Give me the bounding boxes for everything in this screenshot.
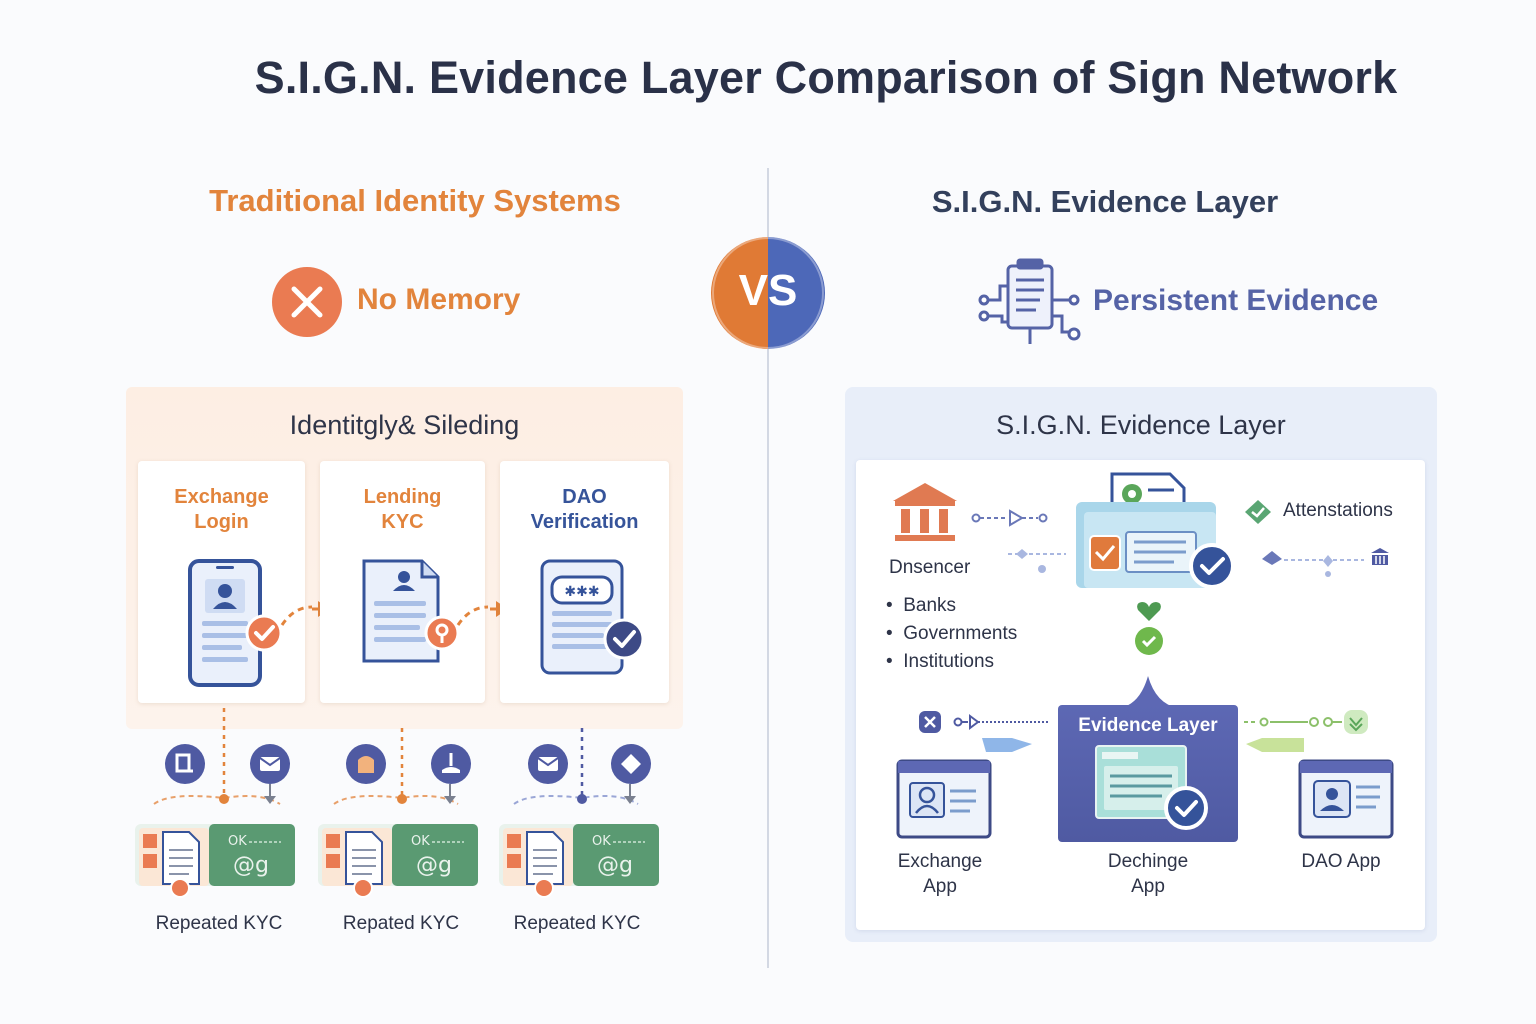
identity-silo-panel-title: Identitgly& Sileding [289, 410, 520, 440]
bank-icon [891, 481, 959, 550]
card-exchange-login: Exchange Login [138, 461, 313, 703]
card-dao-verification: DAO Verification ✱✱✱ [500, 461, 669, 703]
x-circle-icon [272, 267, 342, 337]
svg-text:OK: OK [228, 834, 247, 849]
evidence-record-icon [1074, 472, 1244, 599]
vs-label: VS [738, 266, 798, 315]
page-title: S.I.G.N. Evidence Layer Comparison of Si… [254, 52, 1398, 103]
login-icon [165, 744, 205, 789]
network-document-icon [978, 258, 1086, 348]
repeated-kyc-flows [153, 708, 639, 805]
evidence-layer-panel-title: S.I.G.N. Evidence Layer [996, 410, 1286, 440]
dao-app-icon [1298, 759, 1394, 844]
evidence-layer-pointer [1120, 676, 1178, 708]
kyc-silo-2: OK @g [316, 818, 481, 903]
issuer-item: • Governments [886, 623, 1018, 644]
exchange-app-icon [896, 759, 992, 844]
issuer-list: • Banks • Governments • Institutions [886, 592, 1017, 676]
left-heading: Traditional Identity Systems [209, 183, 621, 218]
mail-icon [528, 744, 568, 789]
svg-text:@g: @g [597, 853, 633, 878]
svg-text:✱✱✱: ✱✱✱ [564, 584, 599, 600]
kyc-label: Repated KYC [342, 913, 460, 934]
tablet-verify-icon: ✱✱✱ [540, 559, 650, 684]
mail-icon [250, 744, 290, 789]
vs-badge [711, 237, 825, 349]
svg-text:OK: OK [411, 834, 430, 849]
diamond-icon [611, 744, 651, 789]
card-title: DAO Verification [530, 486, 639, 533]
dao-app-connector [1244, 710, 1368, 752]
document-profile-icon [362, 559, 489, 694]
attestation-connector [1262, 548, 1389, 577]
card-title: Lending KYC [363, 486, 442, 533]
upload-icon [431, 744, 471, 789]
phone-profile-icon [188, 559, 313, 694]
card-lending-kyc: Lending KYC [320, 461, 489, 703]
kyc-silo-3: OK @g [497, 818, 662, 903]
middle-app-label: Dechinge App [1107, 851, 1189, 897]
center-divider [767, 168, 769, 968]
persistent-evidence-label: Persistent Evidence [1093, 284, 1379, 317]
kyc-label: Repeated KYC [155, 913, 283, 934]
svg-text:@g: @g [233, 853, 269, 878]
exchange-app-connector [919, 711, 1050, 752]
issuer-connector [971, 509, 1066, 573]
bank-card-icon [346, 744, 386, 789]
svg-text:@g: @g [416, 853, 452, 878]
heart-icon [1135, 600, 1163, 627]
kyc-silo-1: OK @g [133, 818, 298, 903]
card-title: Exchange Login [174, 486, 269, 533]
evidence-document-icon [1094, 744, 1214, 839]
exchange-app-label: Exchange App [897, 851, 983, 897]
dao-app-label: DAO App [1301, 851, 1381, 872]
attestations-label: Attenstations [1283, 500, 1393, 521]
evidence-layer-label: Evidence Layer [1078, 715, 1218, 736]
issuer-label: Dnsencer [889, 557, 971, 578]
issuer-item: • Institutions [886, 651, 995, 672]
svg-text:OK: OK [592, 834, 611, 849]
right-heading: S.I.G.N. Evidence Layer [931, 184, 1279, 219]
attestation-icon [1243, 499, 1273, 530]
no-memory-label: No Memory [357, 283, 521, 316]
check-circle-icon [1134, 626, 1164, 661]
kyc-label: Repeated KYC [513, 913, 641, 934]
issuer-item: • Banks [886, 595, 957, 616]
